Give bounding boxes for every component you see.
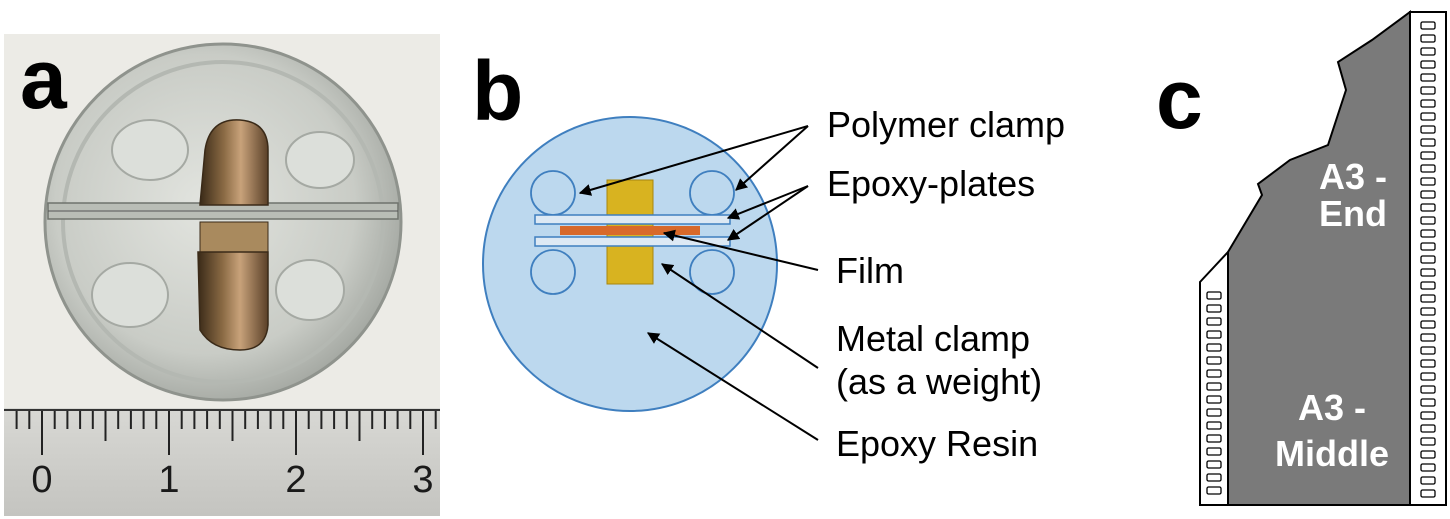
region-label-middle-line1: A3 -: [1298, 387, 1366, 428]
film-perforation: [1206, 317, 1222, 326]
film-perforation: [1420, 190, 1436, 199]
film-perforation: [1420, 385, 1436, 394]
metal-clamp-photo-top: [199, 119, 269, 206]
film-perforation: [1420, 112, 1436, 121]
panel-letter-a: a: [20, 32, 68, 126]
ruler-numbers: 0 1 2 3: [31, 459, 433, 501]
film-perforation: [1420, 60, 1436, 69]
film-perforation: [1420, 437, 1436, 446]
film-perforation: [1420, 281, 1436, 290]
film-perforation: [1206, 343, 1222, 352]
film-perforation: [1420, 229, 1436, 238]
polymer-clamp-photo-br: [275, 259, 345, 321]
film-perforations: [1206, 21, 1436, 498]
film-perforation: [1420, 151, 1436, 160]
ruler-number: 2: [285, 459, 306, 501]
film-perforation: [1206, 369, 1222, 378]
panel-b: b Polymer clamp Epoxy-plates Film Metal …: [472, 44, 1065, 464]
film-perforation: [1420, 21, 1436, 30]
film-perforation: [1206, 408, 1222, 417]
film-perforation: [1420, 242, 1436, 251]
film-perforation: [1420, 216, 1436, 225]
sample-region: [1227, 10, 1411, 506]
arrow-epoxy-plates-lower: [727, 185, 809, 241]
region-label-end-line2: End: [1319, 193, 1387, 234]
film-perforation: [1420, 34, 1436, 43]
film-perforation: [1420, 86, 1436, 95]
film-perforation: [1206, 330, 1222, 339]
film-perforation: [1420, 138, 1436, 147]
film-perforation: [1206, 486, 1222, 495]
film-perforation: [1206, 291, 1222, 300]
film-perforation: [1420, 398, 1436, 407]
film-perforation: [1420, 307, 1436, 316]
puck-inner-rim: [61, 60, 385, 384]
film-perforation: [1206, 382, 1222, 391]
label-epoxy-plates: Epoxy-plates: [827, 163, 1035, 204]
film-perforation: [1420, 268, 1436, 277]
film-strip: [560, 226, 700, 235]
epoxy-plate-lower: [534, 236, 731, 247]
film-perforation: [1420, 359, 1436, 368]
region-label-end-line1: A3 -: [1319, 156, 1387, 197]
film-perforation: [1420, 333, 1436, 342]
film-perforation: [1420, 411, 1436, 420]
film-perforation: [1206, 356, 1222, 365]
panel-c: c A3 - End A3 - Middle: [1156, 10, 1447, 506]
film-perforation: [1420, 450, 1436, 459]
arrow-epoxy-resin: [646, 332, 819, 441]
polymer-clamp-photo-bl: [91, 262, 169, 328]
film-perforation: [1420, 463, 1436, 472]
film-perforation: [1420, 424, 1436, 433]
metal-clamp-photo-mid: [199, 221, 269, 253]
polymer-clamp-circle-bl: [530, 249, 576, 295]
film-perforation: [1420, 346, 1436, 355]
arrow-metal-clamp: [661, 263, 819, 369]
film-perforation: [1420, 476, 1436, 485]
film-perforation: [1420, 125, 1436, 134]
label-metal-clamp-line1: Metal clamp: [836, 318, 1030, 359]
label-film: Film: [836, 250, 904, 291]
polymer-clamp-photo-tl: [111, 119, 189, 181]
panel-a: 0 1 2 3 a: [4, 32, 440, 516]
ruler-number: 1: [158, 459, 179, 501]
film-perforation: [1420, 320, 1436, 329]
ruler: [4, 408, 440, 516]
epoxy-plate-upper: [534, 214, 731, 225]
label-polymer-clamp: Polymer clamp: [827, 104, 1065, 145]
ruler-number: 0: [31, 459, 52, 501]
film-perforation: [1420, 489, 1436, 498]
label-metal-clamp-line2: (as a weight): [836, 361, 1042, 402]
arrow-polymer-clamp-left: [578, 125, 809, 196]
film-perforation: [1420, 294, 1436, 303]
polymer-clamp-circle-br: [689, 249, 735, 295]
film-perforation: [1420, 255, 1436, 264]
panel-letter-c: c: [1156, 52, 1203, 146]
arrow-epoxy-plates-upper: [726, 185, 809, 220]
film-perforation: [1206, 473, 1222, 482]
film-perforation: [1420, 47, 1436, 56]
panel-letter-b: b: [472, 44, 523, 138]
film-perforation: [1420, 203, 1436, 212]
film-perforation: [1206, 460, 1222, 469]
polymer-clamp-photo-tr: [285, 131, 355, 189]
label-epoxy-resin: Epoxy Resin: [836, 423, 1038, 464]
ruler-ticks: [15, 411, 437, 455]
film-perforation: [1420, 164, 1436, 173]
arrow-film: [662, 229, 819, 271]
film-perforation: [1206, 434, 1222, 443]
film-perforation: [1206, 421, 1222, 430]
film-perforation: [1420, 177, 1436, 186]
film-perforation: [1420, 73, 1436, 82]
ruler-number: 3: [412, 459, 433, 501]
arrow-polymer-clamp-right: [735, 125, 809, 191]
film-perforation: [1206, 395, 1222, 404]
film-perforation: [1206, 447, 1222, 456]
film-perforation: [1420, 372, 1436, 381]
film-perforation: [1420, 99, 1436, 108]
metal-clamp-photo-bottom: [197, 251, 269, 351]
region-label-middle-line2: Middle: [1275, 433, 1389, 474]
film-perforation: [1206, 304, 1222, 313]
